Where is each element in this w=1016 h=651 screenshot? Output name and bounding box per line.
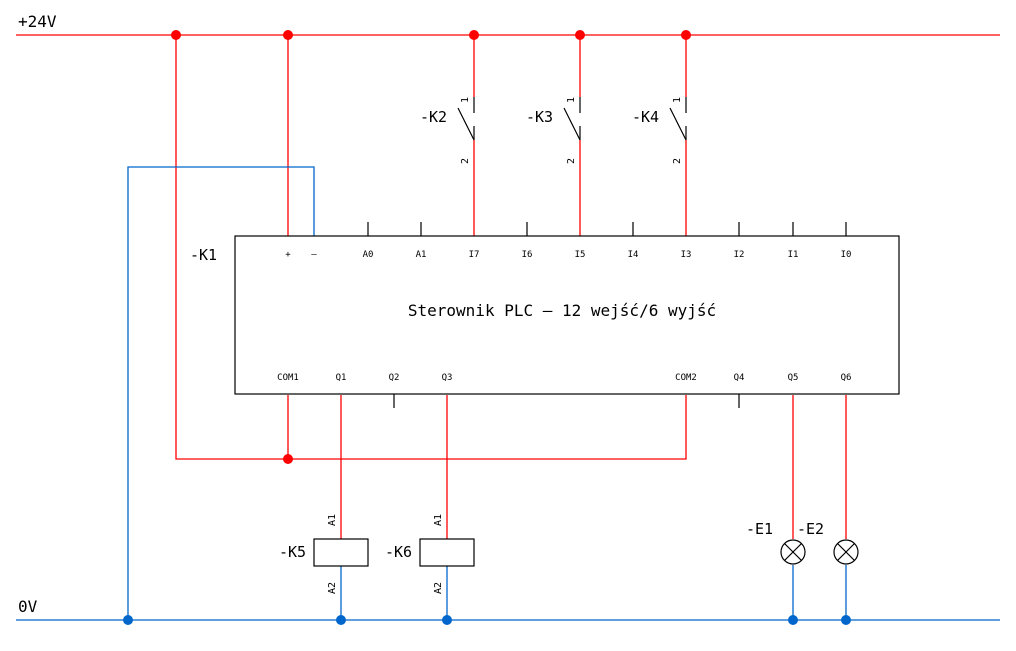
lamp-e1-tag: -E1 bbox=[746, 520, 773, 538]
junction-dot bbox=[575, 30, 585, 40]
junction-dot bbox=[123, 615, 133, 625]
coil-k6-pin-a1: A1 bbox=[433, 514, 444, 526]
lamp-e1: -E1 bbox=[746, 520, 806, 565]
terminal-label-com2: COM2 bbox=[675, 373, 697, 383]
red-junctions bbox=[171, 30, 691, 464]
terminal-label-q5: Q5 bbox=[788, 373, 799, 383]
contact-k2-pin-2: 2 bbox=[460, 158, 471, 164]
coil-k5: -K5 A1 A2 bbox=[279, 514, 369, 594]
contact-k4-tag: -K4 bbox=[632, 108, 659, 126]
terminal-label-i3: I3 bbox=[681, 250, 692, 260]
terminal-stubs bbox=[367, 222, 847, 408]
terminal-label-i1: I1 bbox=[788, 250, 799, 260]
lamp-e2: -E2 bbox=[797, 520, 859, 565]
junction-dot bbox=[283, 30, 293, 40]
terminal-label-i2: I2 bbox=[734, 250, 745, 260]
contact-k4-pin-1: 1 bbox=[672, 97, 683, 103]
plc-tag: -K1 bbox=[190, 246, 217, 264]
terminal-label-a1: A1 bbox=[416, 250, 427, 260]
contact-k2-pin-1: 1 bbox=[460, 97, 471, 103]
junction-dot bbox=[171, 30, 181, 40]
coil-k5-pin-a1: A1 bbox=[327, 514, 338, 526]
junction-dot bbox=[681, 30, 691, 40]
contact-k2: -K2 1 2 bbox=[420, 97, 475, 164]
contact-k4-pin-2: 2 bbox=[672, 158, 683, 164]
contact-k3-pin-1: 1 bbox=[566, 97, 577, 103]
terminal-label-q2: Q2 bbox=[389, 373, 400, 383]
coil-k5-pin-a2: A2 bbox=[327, 582, 338, 594]
terminal-label-i5: I5 bbox=[575, 250, 586, 260]
negative-rail-label: 0V bbox=[18, 597, 38, 616]
contact-k2-tag: -K2 bbox=[420, 108, 447, 126]
contact-k4: -K4 1 2 bbox=[632, 97, 687, 164]
coil-k5-tag: -K5 bbox=[279, 543, 306, 561]
terminal-label-i4: I4 bbox=[628, 250, 639, 260]
contact-k3-tag: -K3 bbox=[526, 108, 553, 126]
terminal-label-q1: Q1 bbox=[336, 373, 347, 383]
blue-junctions bbox=[123, 615, 851, 625]
junction-dot bbox=[442, 615, 452, 625]
terminal-label-minus: – bbox=[311, 250, 317, 260]
lamp-e2-tag: -E2 bbox=[797, 520, 824, 538]
positive-wiring bbox=[175, 35, 847, 539]
plc-title: Sterownik PLC – 12 wejść/6 wyjść bbox=[408, 301, 716, 320]
terminal-label-i6: I6 bbox=[522, 250, 533, 260]
coil-k6-pin-a2: A2 bbox=[433, 582, 444, 594]
terminal-label-i7: I7 bbox=[469, 250, 480, 260]
terminal-label-q3: Q3 bbox=[442, 373, 453, 383]
bottom-terminal-labels: COM1 Q1 Q2 Q3 COM2 Q4 Q5 Q6 bbox=[277, 373, 851, 383]
junction-dot bbox=[788, 615, 798, 625]
terminal-label-plus: + bbox=[285, 250, 291, 260]
junction-dot bbox=[469, 30, 479, 40]
top-terminal-labels: + – A0 A1 I7 I6 I5 I4 I3 I2 I1 I0 bbox=[285, 250, 851, 260]
junction-dot bbox=[336, 615, 346, 625]
positive-rail-label: +24V bbox=[18, 12, 57, 31]
contact-k3: -K3 1 2 bbox=[526, 97, 581, 164]
terminal-label-q4: Q4 bbox=[734, 373, 745, 383]
junction-dot bbox=[841, 615, 851, 625]
junction-dot bbox=[283, 454, 293, 464]
coil-k6-tag: -K6 bbox=[385, 543, 412, 561]
contact-k3-pin-2: 2 bbox=[566, 158, 577, 164]
terminal-label-a0: A0 bbox=[363, 250, 374, 260]
terminal-label-i0: I0 bbox=[841, 250, 852, 260]
terminal-label-com1: COM1 bbox=[277, 373, 299, 383]
plc-box bbox=[234, 235, 900, 395]
terminal-label-q6: Q6 bbox=[841, 373, 852, 383]
negative-wiring bbox=[127, 166, 847, 620]
coil-k6: -K6 A1 A2 bbox=[385, 514, 475, 594]
